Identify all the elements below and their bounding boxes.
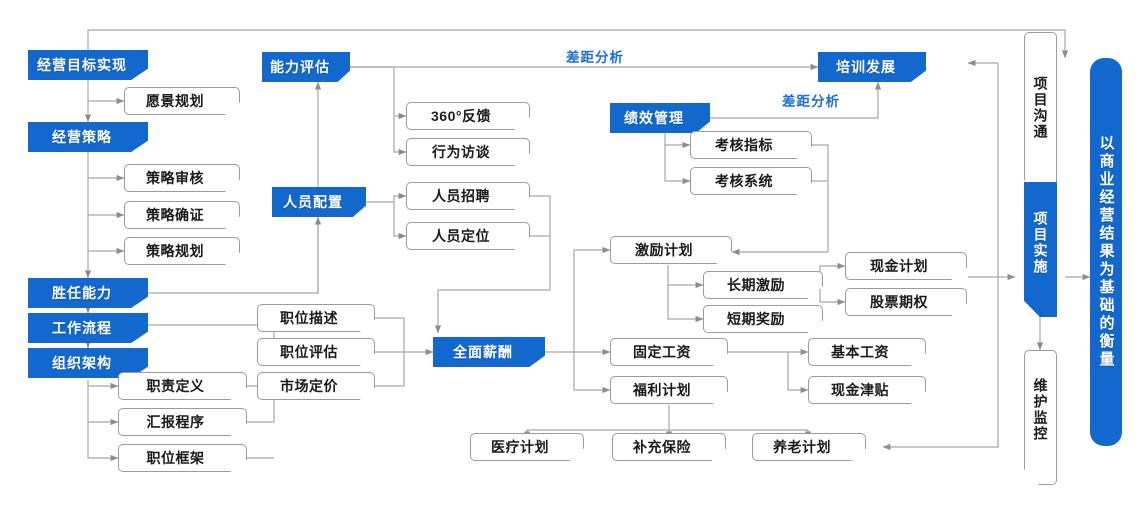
node-position-framework[interactable]: 职位框架 [118,444,247,472]
node-competency[interactable]: 胜任能力 [28,278,148,308]
node-vision-planning[interactable]: 愿景规划 [124,87,240,115]
node-project-implementation[interactable]: 项目实施 [1024,182,1057,317]
node-supplementary-insurance[interactable]: 补充保险 [612,433,726,461]
node-job-description[interactable]: 职位描述 [257,304,375,332]
node-incentive-plan[interactable]: 激励计划 [610,236,732,264]
node-pension-plan[interactable]: 养老计划 [752,433,866,461]
node-short-term-bonus[interactable]: 短期奖励 [703,305,823,333]
node-strategy-planning[interactable]: 策略规划 [124,237,240,265]
node-360-feedback[interactable]: 360°反馈 [406,102,530,130]
node-long-term-incentive[interactable]: 长期激励 [703,271,823,299]
node-benefit-plan[interactable]: 福利计划 [610,376,728,404]
edge-label-gap-analysis-lower: 差距分析 [782,94,840,109]
node-recruitment[interactable]: 人员招聘 [406,182,530,210]
node-training-development[interactable]: 培训发展 [818,52,926,82]
node-assessment-system[interactable]: 考核系统 [690,167,812,195]
node-business-result-measure[interactable]: 以商业经营结果为基础的衡量 [1090,58,1122,446]
node-cash-plan[interactable]: 现金计划 [845,252,967,280]
node-reporting-process[interactable]: 汇报程序 [118,408,247,436]
node-strategy-review[interactable]: 策略审核 [124,164,240,192]
node-performance-management[interactable]: 绩效管理 [610,103,710,133]
node-medical-plan[interactable]: 医疗计划 [470,433,584,461]
node-total-rewards[interactable]: 全面薪酬 [433,337,545,367]
node-cash-allowance[interactable]: 现金津贴 [808,376,926,404]
node-stock-option[interactable]: 股票期权 [845,288,967,316]
node-capability-assessment[interactable]: 能力评估 [262,52,350,82]
node-business-strategy[interactable]: 经营策略 [28,122,148,152]
edge-label-gap-analysis-top: 差距分析 [566,50,624,65]
node-project-communication[interactable]: 项目沟通 [1024,32,1057,200]
node-maintenance-monitoring[interactable]: 维护监控 [1024,350,1057,485]
node-job-evaluation[interactable]: 职位评估 [257,338,375,366]
node-staff-positioning[interactable]: 人员定位 [406,222,530,250]
node-fixed-salary[interactable]: 固定工资 [610,338,728,366]
node-business-goal[interactable]: 经营目标实现 [28,50,148,80]
node-assessment-indicator[interactable]: 考核指标 [690,131,812,159]
node-strategy-validation[interactable]: 策略确证 [124,201,240,229]
node-staffing[interactable]: 人员配置 [272,187,366,217]
node-workflow[interactable]: 工作流程 [28,313,148,343]
node-duty-definition[interactable]: 职责定义 [118,372,247,400]
node-market-pricing[interactable]: 市场定价 [257,372,375,400]
node-base-salary[interactable]: 基本工资 [808,338,926,366]
node-behavioral-interview[interactable]: 行为访谈 [406,138,530,166]
